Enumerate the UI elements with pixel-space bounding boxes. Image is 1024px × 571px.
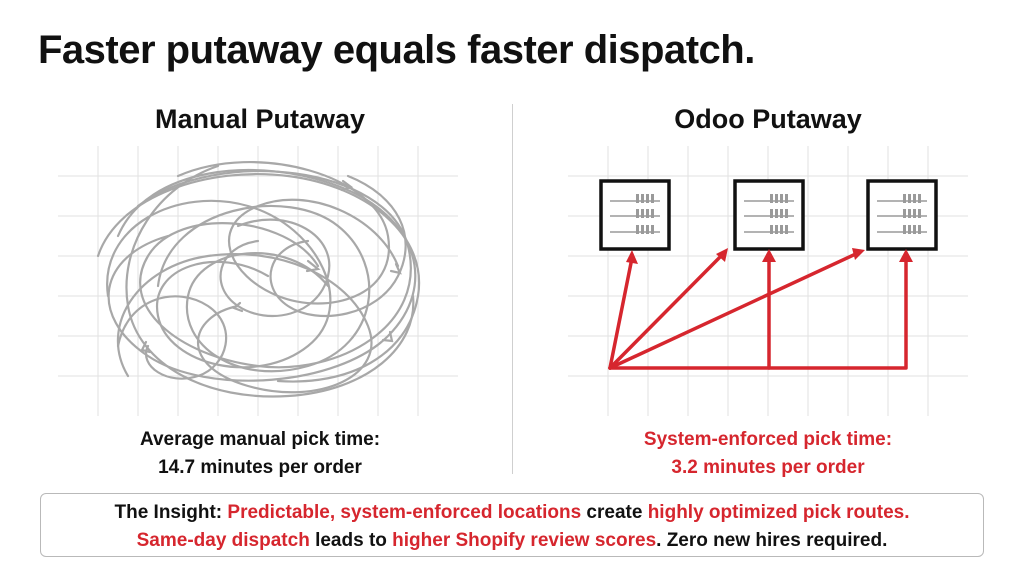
insight-highlight: Predictable, system-enforced locations (227, 502, 582, 523)
insight-line-2: Same-day dispatch leads to higher Shopif… (41, 527, 983, 555)
manual-stat-value: 14.7 minutes per order (158, 456, 362, 478)
odoo-putaway-heading: Odoo Putaway (674, 104, 862, 134)
odoo-stat-label: System-enforced pick time: (643, 429, 893, 450)
panel-divider (512, 104, 513, 474)
insight-highlight: higher Shopify review scores (392, 530, 657, 551)
insight-text: create (581, 502, 648, 523)
page-title: Faster putaway equals faster dispatch. (38, 28, 755, 72)
odoo-pick-time-stat: System-enforced pick time: 3.2 minutes p… (558, 426, 978, 481)
insight-label: The Insight: (114, 502, 228, 523)
shelf-location-2 (733, 179, 805, 251)
manual-routes-diagram (58, 146, 458, 416)
shelf-location-3 (866, 179, 938, 251)
manual-putaway-heading: Manual Putaway (154, 104, 366, 134)
insight-text: leads to (309, 530, 393, 551)
insight-highlight: Same-day dispatch (136, 530, 310, 551)
chaotic-route-scribbles (96, 161, 421, 398)
optimized-pick-routes (608, 250, 908, 370)
route-arrowheads (626, 248, 913, 264)
insight-box: The Insight: Predictable, system-enforce… (40, 493, 984, 557)
manual-pick-time-stat: Average manual pick time: 14.7 minutes p… (50, 426, 470, 481)
manual-stat-label: Average manual pick time: (139, 429, 381, 450)
scribble-arrowheads (140, 179, 402, 354)
shelf-location-1 (599, 179, 671, 251)
insight-text: . Zero new hires required. (656, 530, 888, 551)
odoo-stat-value: 3.2 minutes per order (671, 456, 865, 478)
insight-highlight: highly optimized pick routes. (647, 502, 910, 523)
odoo-routes-diagram (568, 146, 968, 416)
insight-line-1: The Insight: Predictable, system-enforce… (41, 499, 983, 527)
manual-grid (58, 146, 458, 416)
